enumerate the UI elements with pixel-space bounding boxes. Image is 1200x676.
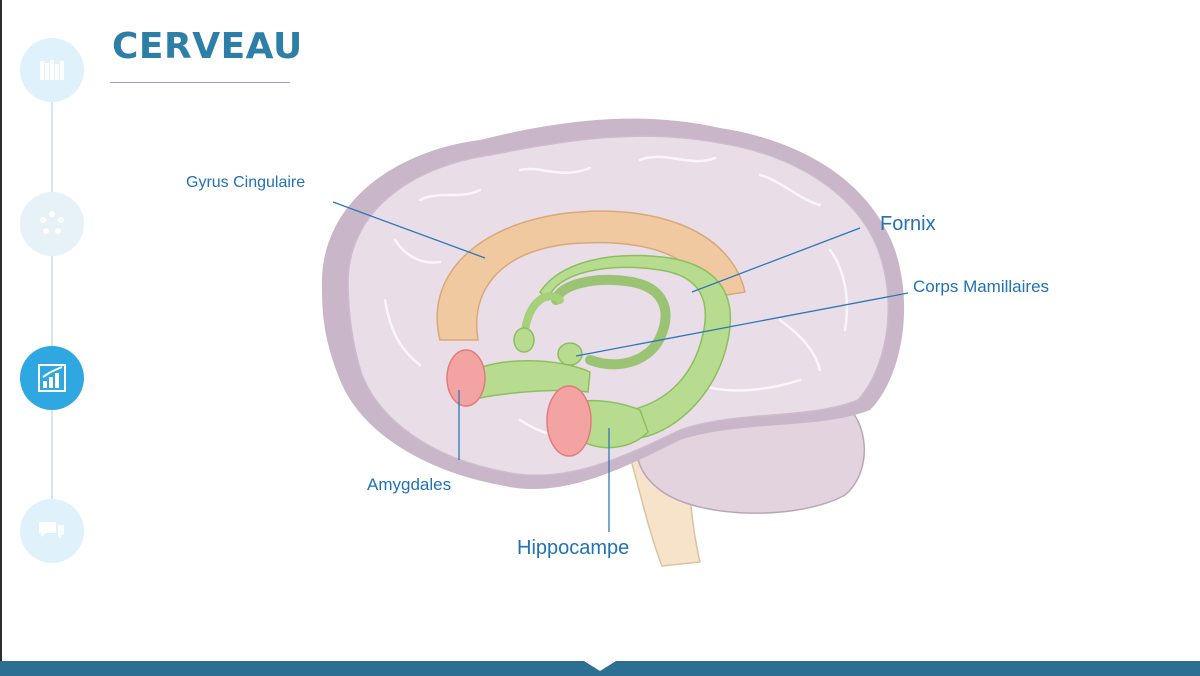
label-amygdales: Amygdales xyxy=(367,475,451,495)
label-gyrus-cingulaire: Gyrus Cingulaire xyxy=(186,174,305,192)
bottom-notch xyxy=(584,661,616,671)
label-fornix: Fornix xyxy=(880,213,936,236)
amygdala-left xyxy=(447,350,485,406)
label-corps-mamillaires: Corps Mamillaires xyxy=(913,277,1049,297)
label-hippocampe: Hippocampe xyxy=(517,537,629,560)
amygdala-right xyxy=(547,386,591,456)
mamillary-body xyxy=(558,343,582,365)
mamillary-body-small xyxy=(514,328,534,352)
